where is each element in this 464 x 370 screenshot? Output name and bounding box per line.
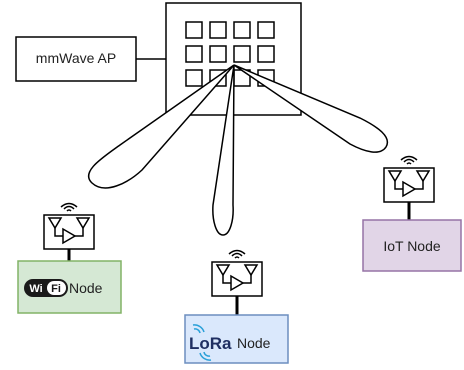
beam-to-wifi-node xyxy=(87,64,235,189)
lora-node-box: LoRa Node xyxy=(184,314,289,364)
lora-router-icon xyxy=(211,249,263,297)
ap-label: mmWave AP xyxy=(36,50,116,66)
beam-to-iot-node xyxy=(233,64,389,153)
lora-node-label: Node xyxy=(237,335,271,351)
ap-label-box: mmWave AP xyxy=(15,36,137,82)
wifi-logo-text-fi: Fi xyxy=(51,283,61,295)
wifi-router-icon xyxy=(43,202,95,250)
beam-to-lora-node xyxy=(212,64,235,236)
wifi-node-box: Wi Fi Node xyxy=(17,260,122,314)
wifi-node-label: Node xyxy=(69,280,103,296)
iot-node-box: IoT Node xyxy=(362,219,462,272)
iot-router-icon xyxy=(383,155,435,203)
wifi-logo-text-wi: Wi xyxy=(29,283,42,295)
wifi-logo-icon: Wi Fi xyxy=(24,279,68,297)
lora-logo-text: LoRa xyxy=(189,334,232,353)
lora-logo-icon: LoRa xyxy=(189,324,232,361)
iot-node-label: IoT Node xyxy=(383,238,441,254)
